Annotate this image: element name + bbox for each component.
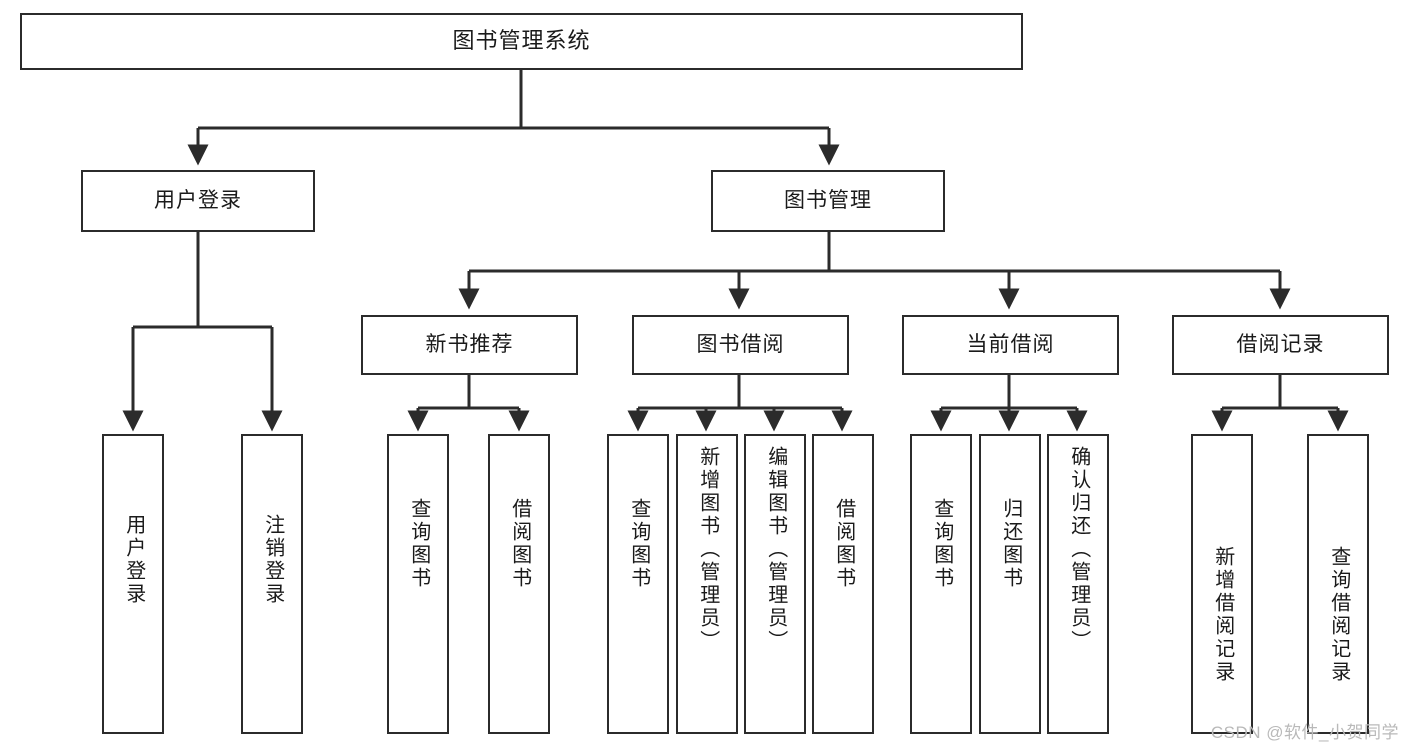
leaf-current-borrow-1-label: 查询图书 [930, 498, 953, 590]
node-new-book-rec[interactable]: 新书推荐 [361, 315, 578, 375]
node-root-label: 图书管理系统 [452, 28, 591, 54]
leaf-user-login-1[interactable]: 用户登录 [102, 434, 164, 734]
leaf-book-borrow-2[interactable]: 新增图书（管理员） [676, 434, 738, 734]
leaf-book-borrow-1[interactable]: 查询图书 [607, 434, 669, 734]
node-book-manage-label: 图书管理 [784, 189, 872, 213]
leaf-user-login-2[interactable]: 注销登录 [241, 434, 303, 734]
leaf-current-borrow-3-label: 确认归还（管理员） [1067, 446, 1090, 653]
leaf-book-borrow-3-label: 编辑图书（管理员） [764, 446, 787, 653]
leaf-user-login-2-label: 注销登录 [261, 514, 284, 606]
node-current-borrow[interactable]: 当前借阅 [902, 315, 1119, 375]
leaf-borrow-record-1[interactable]: 新增借阅记录 [1191, 434, 1253, 734]
node-borrow-record-label: 借阅记录 [1236, 333, 1325, 357]
leaf-current-borrow-2[interactable]: 归还图书 [979, 434, 1041, 734]
leaf-book-borrow-1-label: 查询图书 [627, 498, 650, 590]
leaf-user-login-1-label: 用户登录 [122, 514, 145, 606]
node-new-book-rec-label: 新书推荐 [425, 333, 514, 357]
leaf-new-book-rec-1[interactable]: 查询图书 [387, 434, 449, 734]
leaf-current-borrow-2-label: 归还图书 [999, 498, 1022, 590]
leaf-borrow-record-2-label: 查询借阅记录 [1327, 546, 1350, 684]
leaf-book-borrow-4[interactable]: 借阅图书 [812, 434, 874, 734]
node-borrow-record[interactable]: 借阅记录 [1172, 315, 1389, 375]
node-book-borrow-label: 图书借阅 [696, 333, 785, 357]
leaf-book-borrow-3[interactable]: 编辑图书（管理员） [744, 434, 806, 734]
leaf-new-book-rec-1-label: 查询图书 [407, 498, 430, 590]
node-book-borrow[interactable]: 图书借阅 [632, 315, 849, 375]
leaf-borrow-record-1-label: 新增借阅记录 [1211, 546, 1234, 684]
leaf-borrow-record-2[interactable]: 查询借阅记录 [1307, 434, 1369, 734]
node-book-manage[interactable]: 图书管理 [711, 170, 945, 232]
node-root[interactable]: 图书管理系统 [20, 13, 1023, 70]
node-current-borrow-label: 当前借阅 [966, 333, 1055, 357]
watermark: CSDN @软件_小贺同学 [1210, 723, 1399, 742]
leaf-new-book-rec-2-label: 借阅图书 [508, 498, 531, 590]
leaf-new-book-rec-2[interactable]: 借阅图书 [488, 434, 550, 734]
leaf-current-borrow-1[interactable]: 查询图书 [910, 434, 972, 734]
leaf-book-borrow-4-label: 借阅图书 [832, 498, 855, 590]
leaf-current-borrow-3[interactable]: 确认归还（管理员） [1047, 434, 1109, 734]
leaf-book-borrow-2-label: 新增图书（管理员） [696, 446, 719, 653]
node-user-login[interactable]: 用户登录 [81, 170, 315, 232]
node-user-login-label: 用户登录 [154, 189, 242, 213]
